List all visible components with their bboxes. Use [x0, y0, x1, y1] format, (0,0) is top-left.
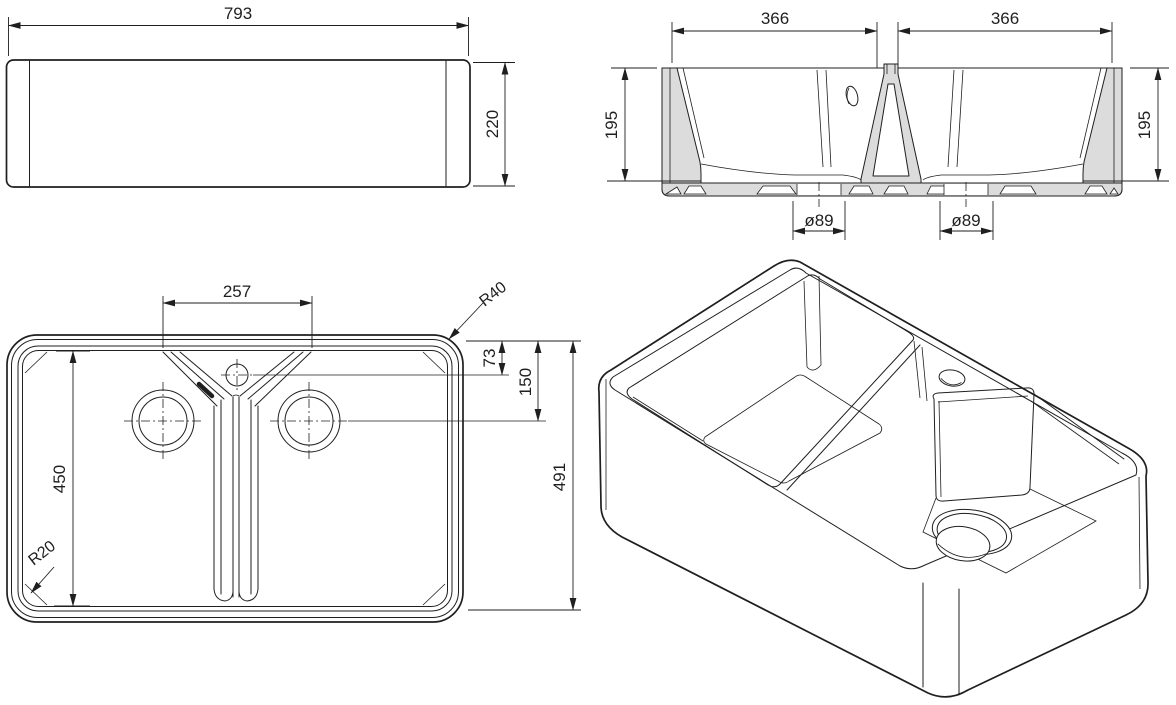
iso-large-bowl: [626, 274, 915, 488]
front-elevation-view: 793 220: [5, 4, 515, 188]
front-outline: [5, 59, 471, 188]
cross-section-view: 366 366 195 195 ø89 ø89: [602, 9, 1169, 240]
dim-right-drain-label: ø89: [951, 211, 980, 230]
dim-corner-radius-label: R40: [476, 279, 510, 311]
dim-bowl-length-label: 450: [50, 465, 69, 493]
iso-outline: [597, 259, 1149, 698]
iso-small-bowl: [932, 387, 1035, 502]
dim-front-height-label: 220: [483, 110, 502, 138]
dim-section-right-width-label: 366: [991, 9, 1019, 28]
iso-tap-hole: [938, 369, 966, 387]
dim-divider-span-label: 257: [223, 282, 251, 301]
dim-left-drain-label: ø89: [804, 211, 833, 230]
dim-overall-depth-label: 491: [550, 463, 569, 491]
iso-divider: [786, 344, 921, 491]
dim-front-width-label: 793: [224, 4, 252, 23]
plan-view: 257 450 R40 73 150 491 R20: [6, 279, 581, 623]
dim-section-left-depth-label: 195: [602, 111, 621, 139]
iso-drain: [931, 508, 1013, 562]
overflow-slot: [196, 381, 215, 399]
isometric-view: [597, 259, 1149, 698]
dim-section-left-width-label: 366: [761, 9, 789, 28]
dim-drain-offset-label: 150: [516, 368, 535, 396]
dim-section-right-depth-label: 195: [1135, 111, 1154, 139]
dim-tap-offset-label: 73: [480, 349, 499, 368]
